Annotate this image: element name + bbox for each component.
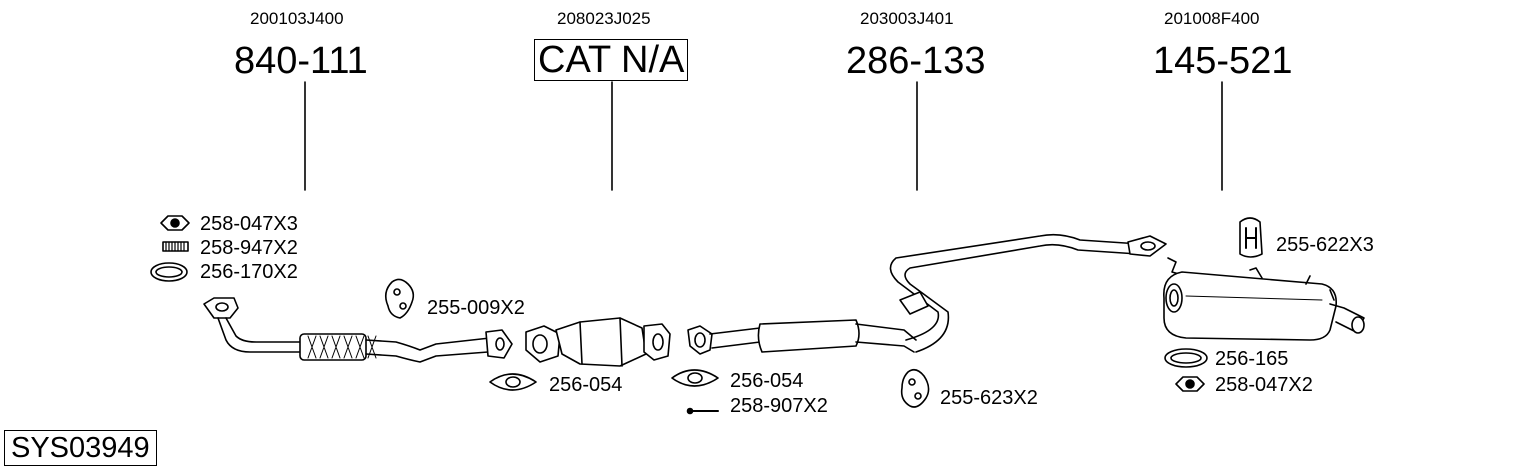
- fitting-label[interactable]: 258-047X3: [200, 213, 298, 235]
- gasket-ring-icon: [150, 262, 188, 282]
- oe-number: 203003J401: [860, 9, 954, 28]
- fitting-label[interactable]: 256-165: [1215, 348, 1289, 370]
- oe-number: 200103J400: [250, 9, 344, 28]
- part-number-catalyst[interactable]: CAT N/A: [534, 39, 689, 81]
- middle-silencer-drawing: [687, 233, 1167, 355]
- part-number-front-pipe[interactable]: 840-111: [234, 40, 368, 82]
- front-pipe-drawing: [203, 297, 513, 363]
- fitting-label[interactable]: 258-047X2: [1215, 374, 1313, 396]
- rubber-hanger-icon: [900, 368, 930, 408]
- system-id: SYS03949: [4, 430, 157, 466]
- catalyst-drawing: [525, 317, 671, 367]
- flange-gasket-icon: [489, 373, 537, 391]
- fitting-label[interactable]: 256-170X2: [200, 261, 298, 283]
- nut-icon: [1175, 376, 1205, 392]
- fitting-label[interactable]: 255-623X2: [940, 387, 1038, 409]
- fitting-label[interactable]: 256-054: [730, 370, 804, 392]
- flange-gasket-icon: [671, 369, 719, 387]
- part-number-middle-silencer[interactable]: 286-133: [846, 40, 986, 82]
- spring-icon: [162, 241, 189, 252]
- part-number-rear-silencer[interactable]: 145-521: [1153, 40, 1293, 82]
- rubber-hanger-icon: [384, 278, 415, 319]
- rear-silencer-drawing: [1163, 257, 1365, 341]
- fitting-label[interactable]: 258-907X2: [730, 395, 828, 417]
- oe-number: 201008F400: [1164, 9, 1260, 28]
- oe-number: 208023J025: [557, 9, 651, 28]
- h-hanger-icon: [1239, 217, 1263, 258]
- nut-icon: [160, 215, 190, 231]
- gasket-ring-icon: [1164, 348, 1208, 368]
- bolt-icon: [686, 407, 719, 415]
- fitting-label[interactable]: 255-009X2: [427, 297, 525, 319]
- fitting-label[interactable]: 255-622X3: [1276, 234, 1374, 256]
- fitting-label[interactable]: 256-054: [549, 374, 623, 396]
- fitting-label[interactable]: 258-947X2: [200, 237, 298, 259]
